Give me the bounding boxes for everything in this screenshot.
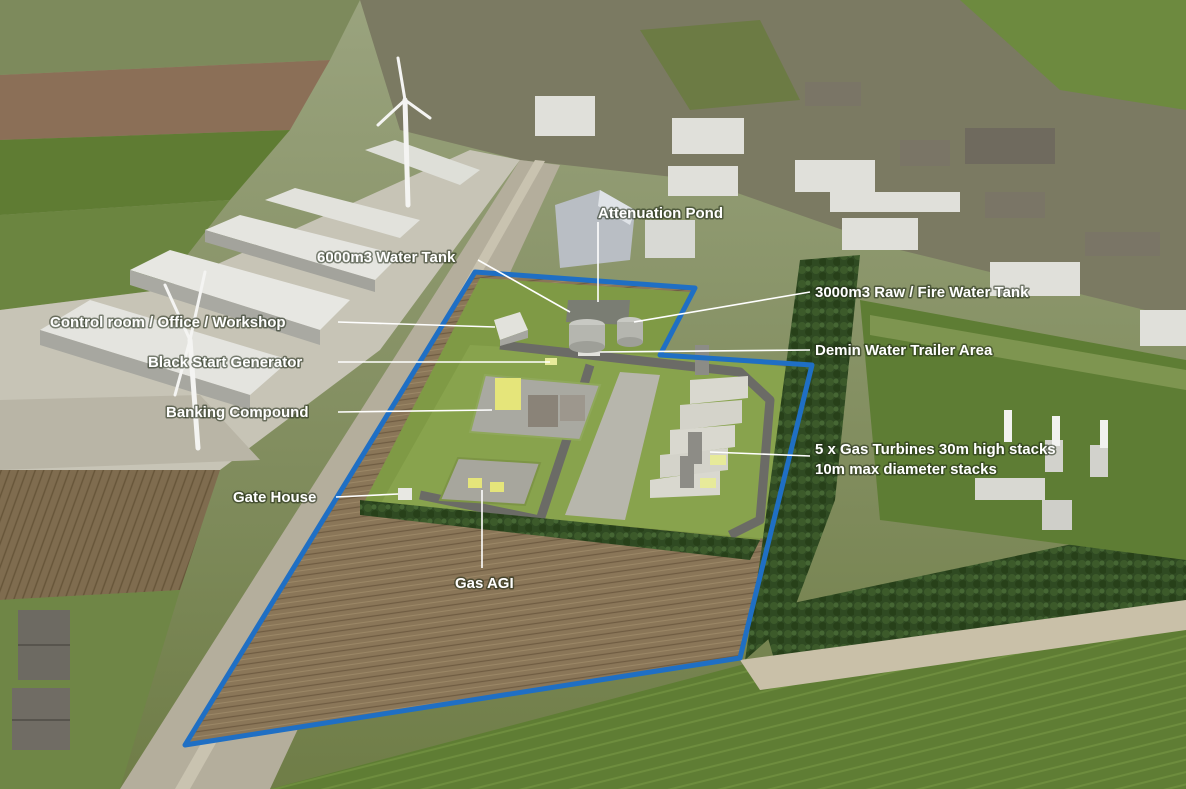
field-top-mid <box>640 20 800 110</box>
label-gate-house: Gate House <box>233 489 316 506</box>
site-boundary-outline <box>182 269 815 748</box>
label-gas-agi: Gas AGI <box>455 575 514 592</box>
gas-agi-compound <box>438 456 542 507</box>
banking-compound <box>468 373 602 442</box>
field-green-left-2 <box>0 200 230 310</box>
label-banking-compound: Banking Compound <box>166 404 309 421</box>
gate-house-building <box>398 488 412 500</box>
laydown-area <box>565 372 660 520</box>
wind-turbine-north <box>376 56 432 208</box>
field-ploughed-left <box>0 470 220 600</box>
label-demin-water-trailer-area: Demin Water Trailer Area <box>815 342 993 359</box>
warehouses-left <box>40 140 480 410</box>
tree-belt-south <box>760 520 1186 680</box>
wind-turbine-west <box>163 270 207 451</box>
label-control-room: Control room / Office / Workshop <box>50 314 286 331</box>
water-tanks <box>566 300 643 353</box>
label-gas-turbines-line1: 5 x Gas Turbines 30m high stacks <box>815 441 1056 458</box>
field-top-right <box>960 0 1186 110</box>
industrial-estate <box>360 0 1186 320</box>
tree-belt-east <box>745 255 860 660</box>
label-black-start-generator: Black Start Generator <box>148 354 302 371</box>
label-raw-fire-water-tank: 3000m3 Raw / Fire Water Tank <box>815 284 1029 301</box>
label-gas-turbines-line2: 10m max diameter stacks <box>815 461 997 478</box>
existing-building-north <box>555 190 695 268</box>
hedge-south-site <box>360 500 760 560</box>
control-room-building <box>494 312 528 346</box>
black-start-generator <box>545 358 557 365</box>
field-brown-top-left <box>0 60 330 140</box>
label-leaders <box>335 222 811 568</box>
field-green-left <box>0 130 290 215</box>
label-water-tank: 6000m3 Water Tank <box>317 249 456 266</box>
farm-buildings <box>12 610 70 750</box>
track-bottom <box>740 600 1186 690</box>
label-attenuation-pond: Attenuation Pond <box>598 205 723 222</box>
industrial-buildings <box>535 82 1186 346</box>
plant-right <box>975 410 1108 530</box>
field-far-left <box>0 0 360 75</box>
gas-turbines <box>650 345 748 498</box>
bund-right <box>870 315 1186 390</box>
